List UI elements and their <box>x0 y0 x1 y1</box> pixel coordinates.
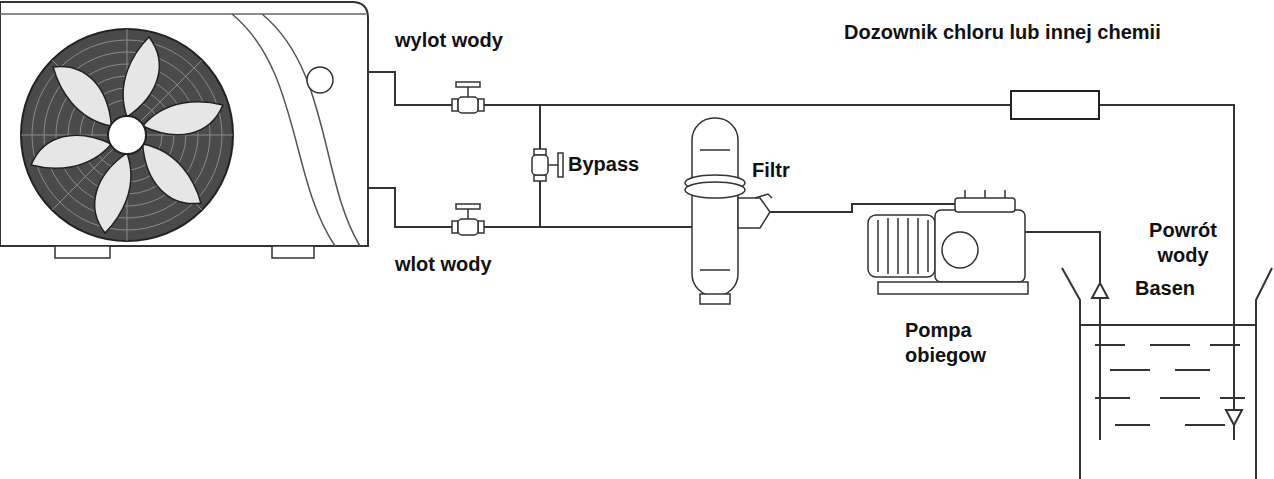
part-label: Powrót wody <box>1142 218 1224 268</box>
valves <box>452 82 563 235</box>
pool <box>1062 268 1272 479</box>
component-label: Dozownik chloru lub innej chemii <box>844 20 1161 45</box>
dosing-box: Dozownik chloru lub innej chemii <box>1010 90 1100 120</box>
part-label: wlot wody <box>395 252 492 277</box>
part-label: wylot wody <box>395 28 503 53</box>
filter <box>685 118 772 304</box>
heat-pump <box>0 2 368 258</box>
part-label: Pompa obiegow <box>905 318 1005 368</box>
pipes <box>368 72 1234 440</box>
part-label: Bypass <box>568 152 639 177</box>
pump <box>868 190 1028 294</box>
part-label: Basen <box>1135 276 1195 301</box>
part-label: Filtr <box>752 158 790 183</box>
